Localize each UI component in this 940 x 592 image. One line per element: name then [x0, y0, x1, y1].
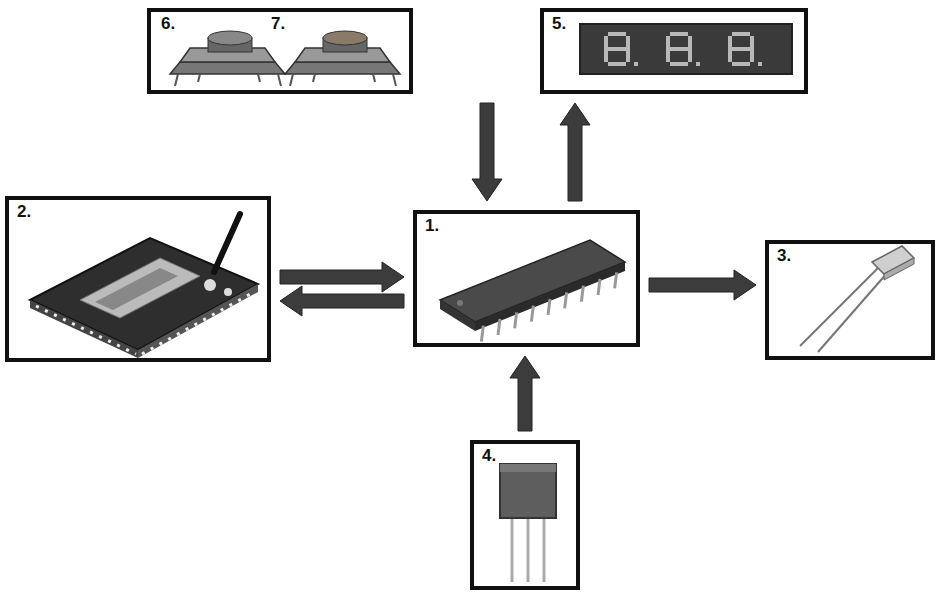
push-button-part — [290, 74, 293, 86]
display-segment — [604, 49, 608, 62]
dip-chip-part — [440, 300, 475, 331]
seven-segment-display-part — [580, 24, 792, 74]
push-button-part — [323, 31, 367, 45]
display-segment — [626, 49, 630, 62]
flow-arrow — [280, 262, 404, 292]
flow-arrow — [472, 103, 502, 201]
flow-arrow — [560, 103, 590, 201]
display-segment — [666, 49, 670, 62]
push-button-part — [208, 31, 252, 45]
radio-module — [30, 214, 258, 358]
display-segment — [732, 32, 750, 36]
push-button — [285, 31, 400, 86]
callout-number: 6. — [159, 14, 177, 35]
display-segments — [604, 32, 762, 66]
component-box: 1. — [413, 210, 640, 347]
flow-arrow — [280, 286, 404, 316]
callout-number: 3. — [775, 246, 793, 267]
transistor-part — [511, 518, 514, 582]
chip-pin — [498, 319, 500, 335]
component-box: 6. 7. — [147, 8, 413, 94]
display-segment — [666, 36, 670, 49]
callout-number: 4. — [480, 446, 498, 467]
display-dot — [634, 62, 638, 66]
chip-pin — [531, 306, 533, 322]
chip-pin — [481, 326, 483, 342]
display-segment — [750, 36, 754, 49]
push-button-part — [175, 74, 178, 86]
transistor — [500, 464, 556, 582]
radio-module-part — [142, 292, 254, 354]
dip-chip-part — [475, 262, 625, 331]
display-segment — [608, 32, 626, 36]
radio-module-part — [36, 306, 136, 354]
display-segment — [750, 49, 754, 62]
push-button-part — [373, 74, 375, 82]
led-part — [800, 268, 878, 346]
push-button-part — [278, 74, 281, 86]
component-box: 3. — [765, 240, 935, 360]
display-segment — [688, 49, 692, 62]
component-box: 2. — [5, 196, 271, 362]
radio-module-part — [80, 258, 200, 318]
push-button-part — [285, 62, 400, 74]
display-segment — [670, 62, 688, 66]
component-box: 4. — [470, 440, 580, 590]
display-segment — [604, 36, 608, 49]
push-button-part — [170, 62, 285, 74]
callout-number: 5. — [550, 14, 568, 35]
dip-chip-part — [481, 272, 616, 341]
seven-segment-display — [580, 24, 792, 74]
display-segment — [608, 62, 626, 66]
display-dot — [758, 62, 762, 66]
chip-pin — [598, 279, 600, 295]
push-button-part — [258, 74, 260, 82]
callout-number: 7. — [269, 14, 287, 35]
radio-module-part — [224, 288, 232, 296]
push-button-part — [393, 74, 396, 86]
display-segment — [728, 49, 732, 62]
display-segment — [728, 36, 732, 49]
display-segment — [670, 32, 688, 36]
component-box: 5. — [540, 8, 808, 94]
chip-pin — [581, 286, 583, 302]
push-button — [170, 31, 285, 86]
display-dot — [696, 62, 700, 66]
display-segment — [670, 47, 688, 51]
led-part — [818, 272, 888, 352]
dip-chip-part — [457, 300, 463, 306]
transistor-part — [527, 518, 530, 582]
display-segment — [608, 47, 626, 51]
transistor-part — [543, 518, 546, 582]
radio-module-part — [204, 279, 216, 291]
display-segment — [732, 47, 750, 51]
callout-number: 1. — [423, 216, 441, 237]
chip-pin — [615, 272, 617, 288]
push-button-part — [313, 74, 315, 82]
display-segment — [626, 36, 630, 49]
transistor-part — [500, 464, 556, 518]
chip-pin — [548, 299, 550, 315]
callout-number: 2. — [15, 202, 33, 223]
radio-module-part — [214, 214, 240, 272]
transistor-part — [500, 464, 556, 472]
push-button-part — [198, 74, 200, 82]
flow-arrow — [510, 356, 540, 431]
display-segment — [688, 36, 692, 49]
chip-pin — [565, 292, 567, 308]
led — [800, 246, 914, 352]
led-part — [884, 258, 914, 280]
dip-chip — [440, 240, 625, 342]
chip-pin — [515, 312, 517, 328]
radio-module-part — [95, 268, 178, 310]
flow-arrow — [649, 270, 756, 300]
display-segment — [732, 62, 750, 66]
